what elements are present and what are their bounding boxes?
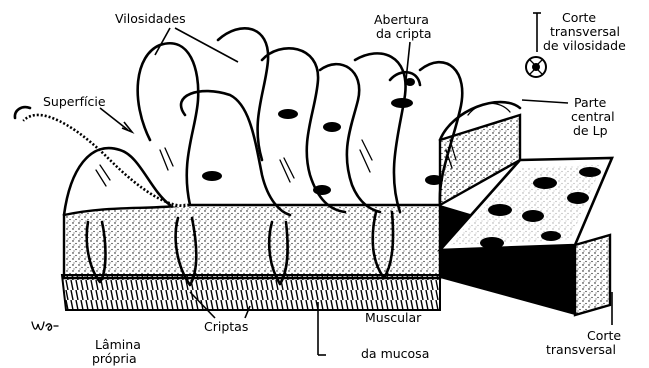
villus-cores <box>202 78 443 195</box>
label-abertura-line1: Abertura <box>374 12 429 27</box>
label-corte-vil-line3: de vilosidade <box>543 38 626 53</box>
label-corte-tr-line1: Corte <box>587 328 621 343</box>
label-superficie: Superfície <box>43 94 106 109</box>
label-parte-line3: de Lp <box>573 123 608 138</box>
label-corte-tr-line2: transversal <box>546 342 616 357</box>
label-lamina-line1: Lâmina <box>95 337 141 352</box>
label-lamina-line2: própria <box>92 351 137 366</box>
label-muscular-line2: da mucosa <box>361 346 429 361</box>
villi <box>64 28 462 215</box>
artist-signature <box>32 322 58 330</box>
lamina-propria-block <box>64 205 440 278</box>
muscularis-mucosae-band <box>62 275 440 310</box>
label-corte-vil-line2: transversal <box>550 24 620 39</box>
label-parte-line1: Parte <box>574 95 607 110</box>
label-corte-vil-line1: Corte <box>562 10 596 25</box>
label-criptas: Criptas <box>204 319 248 334</box>
label-parte-line2: central <box>571 109 615 124</box>
label-abertura-line2: da cripta <box>376 26 432 41</box>
label-vilosidades: Vilosidades <box>115 11 186 26</box>
surface-villus <box>15 107 190 206</box>
label-muscular-line1: Muscular <box>365 310 422 325</box>
